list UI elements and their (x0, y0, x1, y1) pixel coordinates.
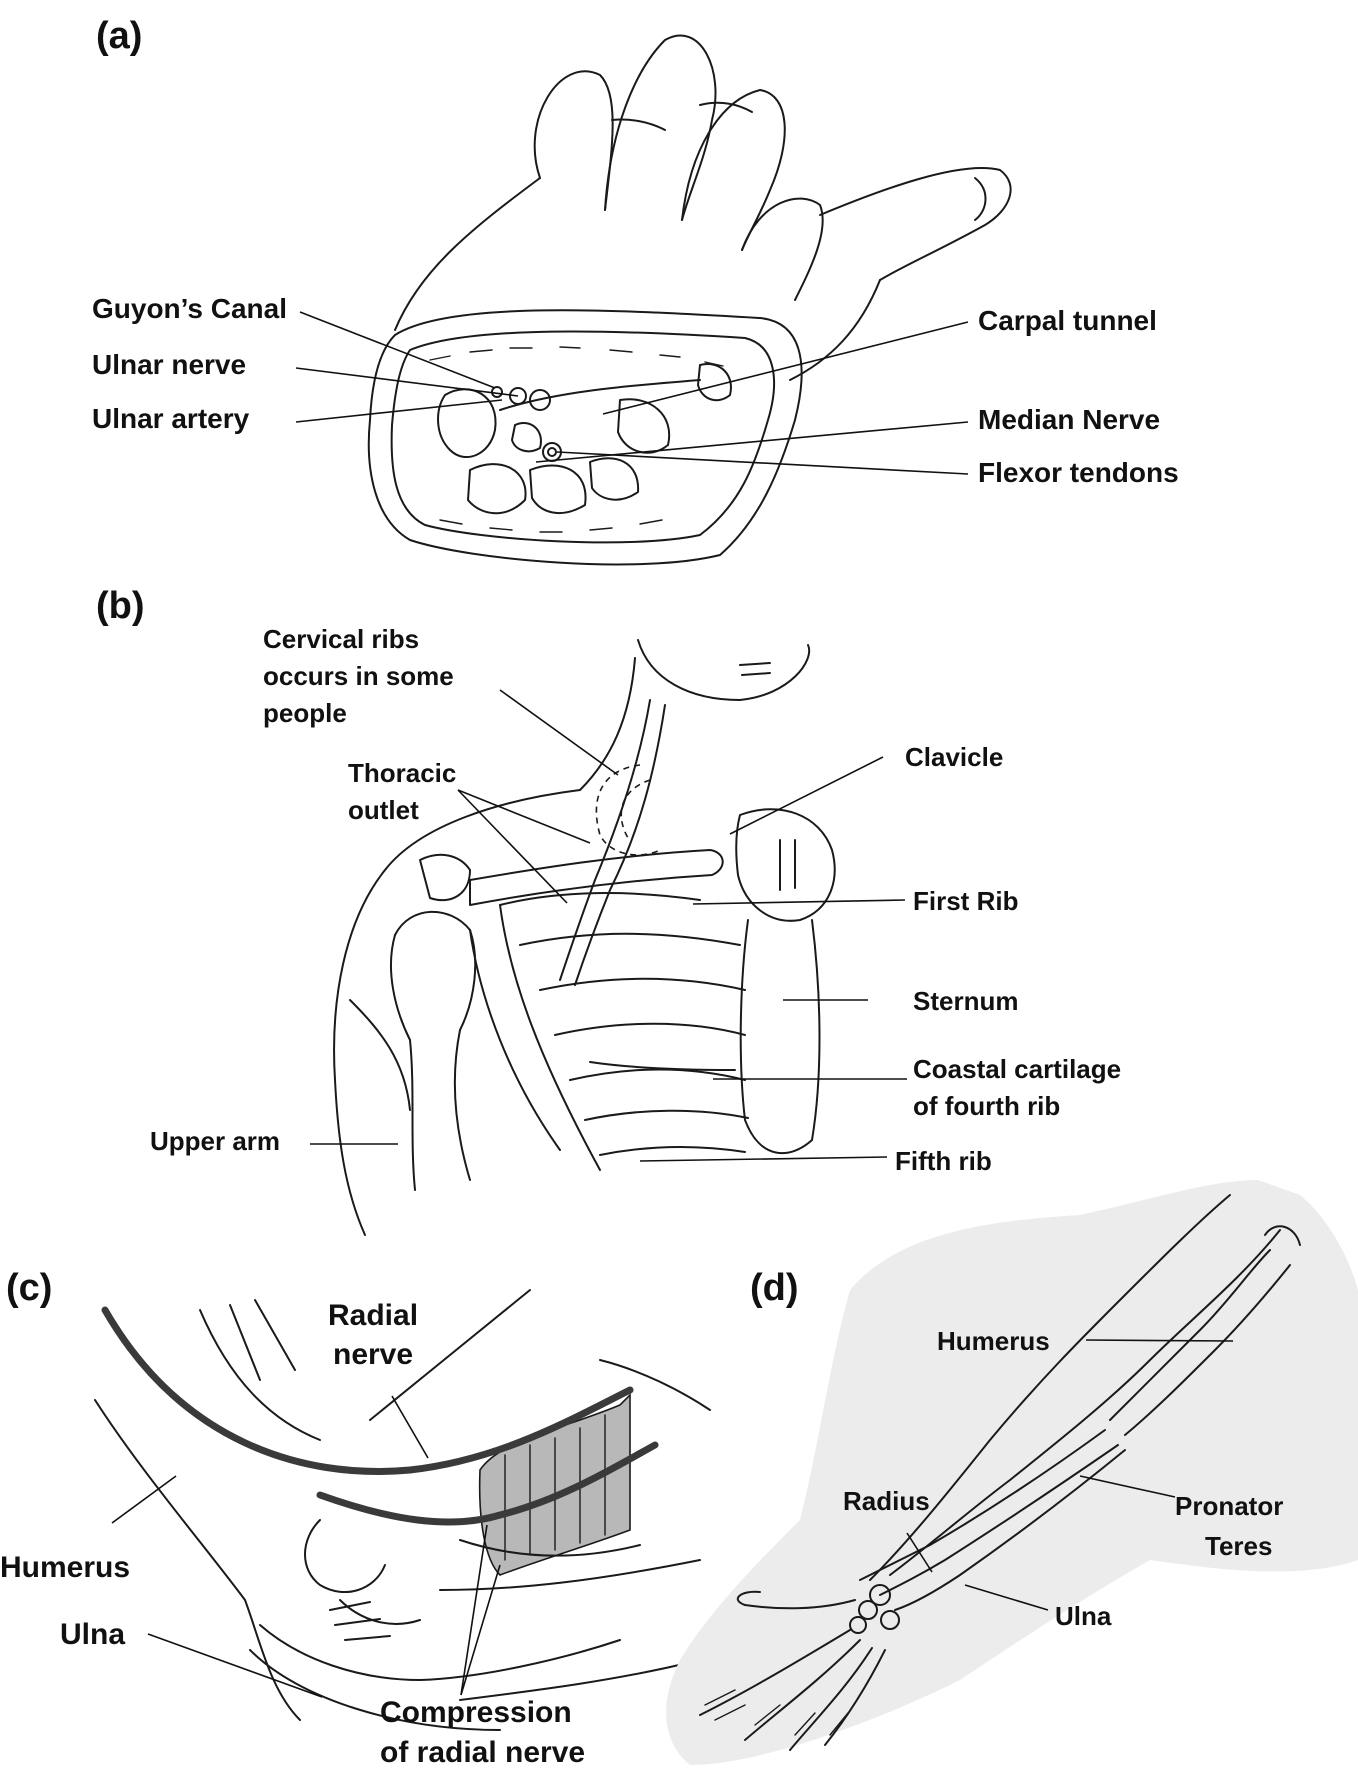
label-pronator-teres-line2: Teres (1205, 1531, 1272, 1561)
label-coastal-cartilage-line1: Coastal cartilage (913, 1054, 1121, 1084)
panel-a-tag: (a) (96, 15, 142, 57)
leader-clavicle (729, 756, 884, 835)
leader-thoracic-outlet-a (457, 789, 591, 844)
leader-radial-nerve (391, 1395, 429, 1459)
label-clavicle: Clavicle (905, 742, 1003, 772)
label-carpal-tunnel: Carpal tunnel (978, 305, 1157, 336)
leader-cervical-ribs (499, 689, 619, 776)
label-coastal-cartilage-line2: of fourth rib (913, 1091, 1060, 1121)
label-ulna-d: Ulna (1055, 1601, 1112, 1631)
label-compression-line1: Compression (380, 1696, 572, 1729)
forearm-illustration (699, 1194, 1301, 1751)
label-sternum: Sternum (913, 986, 1018, 1016)
label-ulnar-artery: Ulnar artery (92, 403, 250, 434)
leader-fifth-rib (639, 1156, 888, 1162)
leader-compression-b (460, 1564, 501, 1696)
label-ulnar-nerve: Ulnar nerve (92, 349, 246, 380)
leader-ulnar-nerve (295, 367, 519, 397)
label-cervical-ribs-line2: occurs in some (263, 661, 454, 691)
label-humerus-c: Humerus (0, 1551, 130, 1584)
hand-illustration (367, 34, 1012, 566)
label-guyons-canal: Guyon’s Canal (92, 293, 287, 324)
label-cervical-ribs-line3: people (263, 698, 347, 728)
leader-pronator-teres (1079, 1475, 1176, 1498)
leader-first-rib (692, 899, 906, 905)
label-humerus-d: Humerus (937, 1326, 1050, 1356)
elbow-illustration (94, 1289, 711, 1731)
label-pronator-teres-line1: Pronator (1175, 1491, 1283, 1521)
panel-c-tag: (c) (6, 1267, 52, 1309)
leader-ulnar-artery (295, 399, 503, 423)
panel-b: (b) (96, 585, 1121, 1236)
leader-humerus-d (1085, 1339, 1234, 1342)
leader-ulna-c (147, 1633, 323, 1698)
label-radial-nerve-line1: Radial (328, 1299, 418, 1332)
label-median-nerve: Median Nerve (978, 404, 1160, 435)
leader-humerus-c (111, 1475, 177, 1524)
leader-thoracic-outlet-b (457, 789, 568, 904)
label-thoracic-outlet-line2: outlet (348, 795, 419, 825)
label-cervical-ribs-line1: Cervical ribs (263, 624, 419, 654)
leader-compression-a (460, 1524, 488, 1696)
leader-guyons-canal (299, 311, 496, 389)
label-flexor-tendons: Flexor tendons (978, 457, 1179, 488)
label-ulna-c: Ulna (60, 1618, 125, 1651)
panel-b-tag: (b) (96, 585, 145, 627)
panel-d: (d) (666, 1180, 1358, 1765)
leader-radius-d (906, 1532, 933, 1573)
label-thoracic-outlet-line1: Thoracic (348, 758, 456, 788)
label-radius-d: Radius (843, 1486, 930, 1516)
label-first-rib: First Rib (913, 886, 1018, 916)
leader-median-nerve (535, 421, 969, 463)
leader-carpal-tunnel (602, 321, 969, 415)
torso-illustration (333, 639, 836, 1236)
label-radial-nerve-line2: nerve (333, 1338, 413, 1371)
label-fifth-rib: Fifth rib (895, 1146, 992, 1176)
panel-c: (c) (0, 1267, 711, 1769)
panel-a: (a) (92, 15, 1179, 566)
leader-ulna-d (964, 1584, 1049, 1611)
label-compression-line2: of radial nerve (380, 1736, 585, 1769)
panel-d-tag: (d) (750, 1267, 799, 1309)
leader-flexor-tendons (556, 451, 969, 475)
label-upper-arm: Upper arm (150, 1126, 280, 1156)
